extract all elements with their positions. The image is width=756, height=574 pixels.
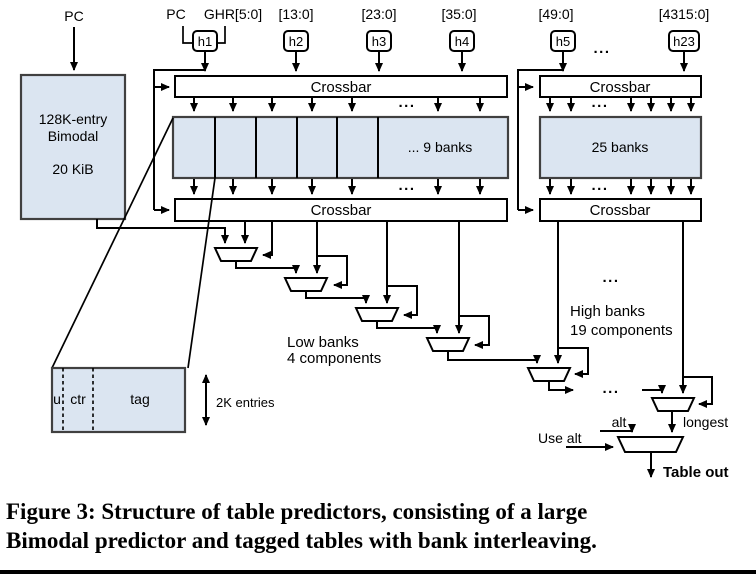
pc-hash-label: PC <box>166 6 185 22</box>
bimodal-line1: 128K-entry <box>39 111 107 127</box>
h1-box <box>192 30 218 52</box>
ghr-to-h1-wire <box>218 26 226 44</box>
alt-label: alt <box>612 414 627 430</box>
callout-line-left <box>51 117 174 369</box>
final-mux <box>616 436 685 453</box>
bimodal-output-wire <box>96 219 229 244</box>
hash-boxes: h1 h2 h3 h4 h5 ... h23 <box>182 26 700 57</box>
top-labels: PC PC GHR[5:0] [13:0] [23:0] [35:0] [49:… <box>64 6 709 24</box>
crossbar-to-banks-arrows-right: ... <box>546 94 695 112</box>
bits-23-label: [23:0] <box>361 6 396 22</box>
bits-49-label: [49:0] <box>538 6 573 22</box>
mux-4-output <box>447 351 541 364</box>
mux-5-output <box>548 381 574 394</box>
crossbar-top-left <box>174 75 508 98</box>
bottom-rule <box>0 570 756 574</box>
alt-wire <box>600 424 636 433</box>
h1-label: h1 <box>198 34 212 49</box>
crossbar-to-banks-arrows: ... <box>190 94 484 112</box>
h2-label: h2 <box>289 34 303 49</box>
low-banks-line1: Low banks <box>287 334 359 351</box>
bits-4315-label: [4315:0] <box>659 6 710 22</box>
crossbar-top-left-label: Crossbar <box>311 79 372 96</box>
h23-label: h23 <box>673 34 695 49</box>
svg-text:...: ... <box>591 177 608 194</box>
callout-line-right <box>187 177 216 369</box>
svg-text:...: ... <box>591 94 608 111</box>
h3-box <box>366 30 392 52</box>
pc-label: PC <box>64 8 83 24</box>
bits-13-label: [13:0] <box>278 6 313 22</box>
entry-ctr-label: ctr <box>70 391 86 407</box>
banks-25-label: 25 banks <box>592 139 649 155</box>
crossbar-top-right-label: Crossbar <box>590 79 651 96</box>
banks-to-crossbar-arrows: ... <box>190 177 484 195</box>
caption-line-1: Figure 3: Structure of table predictors,… <box>6 499 588 524</box>
svg-text:...: ... <box>398 94 415 111</box>
mux-1-output <box>235 261 300 274</box>
entry-detail-callout: u ctr tag 2K entries <box>50 117 275 434</box>
crossbar-bottom-left <box>174 198 508 222</box>
crossbar-top-right <box>539 75 702 98</box>
svg-text:...: ... <box>602 269 619 286</box>
low-banks-group: Crossbar ... ... 9 banks ... <box>153 52 510 222</box>
h23-box <box>668 30 700 52</box>
mux-4 <box>425 337 471 352</box>
high-banks-group: Crossbar ... 25 banks ... Crossbar <box>517 52 703 222</box>
left-rail <box>153 69 205 210</box>
mux-1 <box>213 247 259 262</box>
bits-35-label: [35:0] <box>441 6 476 22</box>
banks-9-label: ... 9 banks <box>408 139 473 155</box>
mux-2-output <box>305 291 370 304</box>
entry-tag-label: tag <box>130 391 149 407</box>
mux-5 <box>526 367 572 382</box>
mux-cascade-high: ... High banks 19 components ... <box>526 221 713 433</box>
mux-cascade: Low banks 4 components <box>213 221 541 367</box>
entries-2k-label: 2K entries <box>216 395 275 410</box>
predictor-diagram: PC PC GHR[5:0] [13:0] [23:0] [35:0] [49:… <box>19 6 729 481</box>
h5-label: h5 <box>556 34 570 49</box>
h4-label: h4 <box>455 34 469 49</box>
h5-box <box>550 30 576 52</box>
banks-to-crossbar-arrows-right: ... <box>546 177 695 195</box>
use-alt-label: Use alt <box>538 430 582 446</box>
banks-9-box <box>171 115 510 180</box>
entry-u-label: u <box>53 391 61 407</box>
banks-25-box <box>538 115 703 180</box>
mux-3 <box>354 307 400 322</box>
figure-caption: Figure 3: Structure of table predictors,… <box>6 497 754 555</box>
svg-text:...: ... <box>602 380 619 397</box>
hash-ellipsis: ... <box>593 40 610 57</box>
final-mux-group: alt longest Use alt Table out <box>538 414 729 481</box>
h4-box <box>449 30 475 52</box>
bimodal-line2: Bimodal <box>48 128 99 144</box>
bimodal-size: 20 KiB <box>52 161 93 177</box>
right-rail <box>517 69 563 210</box>
low-banks-line2: 4 components <box>287 350 381 367</box>
mux-6 <box>650 397 696 412</box>
longest-label: longest <box>683 414 728 430</box>
mux-2 <box>283 277 329 292</box>
crossbar-bottom-right-label: Crossbar <box>590 202 651 219</box>
bimodal-box <box>19 73 127 221</box>
entry-detail-box <box>50 366 187 434</box>
crossbar-bottom-right <box>539 198 702 222</box>
crossbar-bottom-left-label: Crossbar <box>311 202 372 219</box>
h3-label: h3 <box>372 34 386 49</box>
mux-3-output <box>376 321 441 334</box>
pc-to-h1-wire <box>182 26 192 44</box>
h2-box <box>283 30 309 52</box>
ghr-label: GHR[5:0] <box>204 6 262 22</box>
bimodal-predictor: 128K-entry Bimodal 20 KiB <box>19 27 229 244</box>
table-out-label: Table out <box>663 464 729 481</box>
caption-line-2: Bimodal predictor and tagged tables with… <box>6 528 597 553</box>
high-banks-line1: High banks <box>570 303 645 320</box>
high-banks-line2: 19 components <box>570 322 673 339</box>
svg-text:...: ... <box>398 177 415 194</box>
